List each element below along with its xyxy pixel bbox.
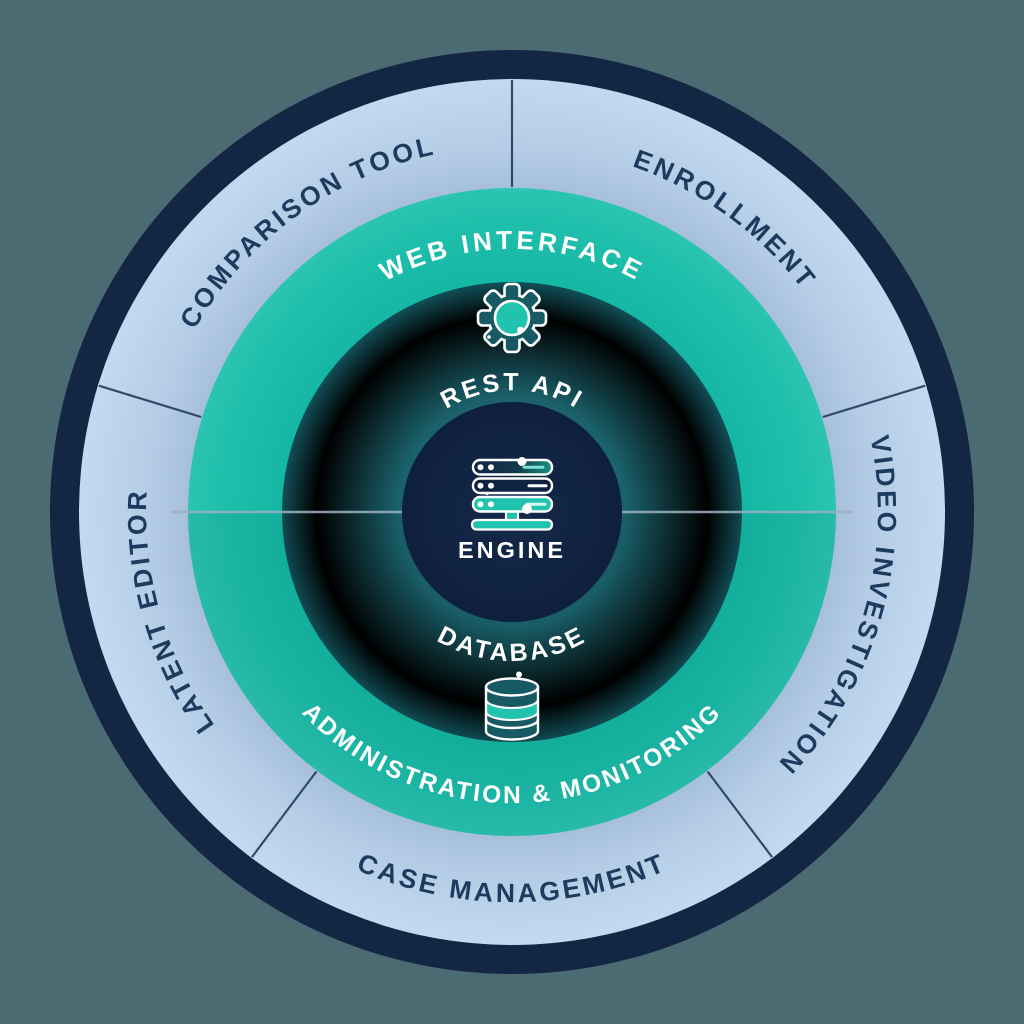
- db-top-ellipse: [484, 677, 540, 697]
- gear-center: [493, 299, 531, 337]
- gear-small-dot: [487, 335, 491, 339]
- segment-divider-upper-left: [98, 384, 202, 419]
- server-accent-dot-bottom: [522, 504, 532, 514]
- server-bar-1: [471, 458, 554, 476]
- lower-half-shade: [188, 512, 836, 836]
- database-icon: [484, 671, 540, 741]
- segment-divider-lower-left: [251, 770, 318, 858]
- segment-divider-lower-right: [706, 770, 773, 858]
- server-bar-dots: [477, 464, 494, 508]
- db-lower-rim: [484, 719, 540, 730]
- server-bar-dashes: [522, 465, 548, 506]
- gear-accent-dot: [517, 326, 524, 334]
- gear-icon: [476, 282, 548, 354]
- db-outline: [484, 687, 540, 741]
- server-bar-2: [471, 477, 554, 495]
- server-accent-dot-top: [517, 457, 527, 466]
- label-engine: ENGINE: [458, 537, 566, 563]
- segment-divider-upper-right: [822, 384, 926, 419]
- server-stand-base: [470, 518, 554, 531]
- db-accent-dot: [516, 671, 522, 678]
- server-icon: [470, 457, 554, 531]
- server-bar-3: [471, 495, 554, 513]
